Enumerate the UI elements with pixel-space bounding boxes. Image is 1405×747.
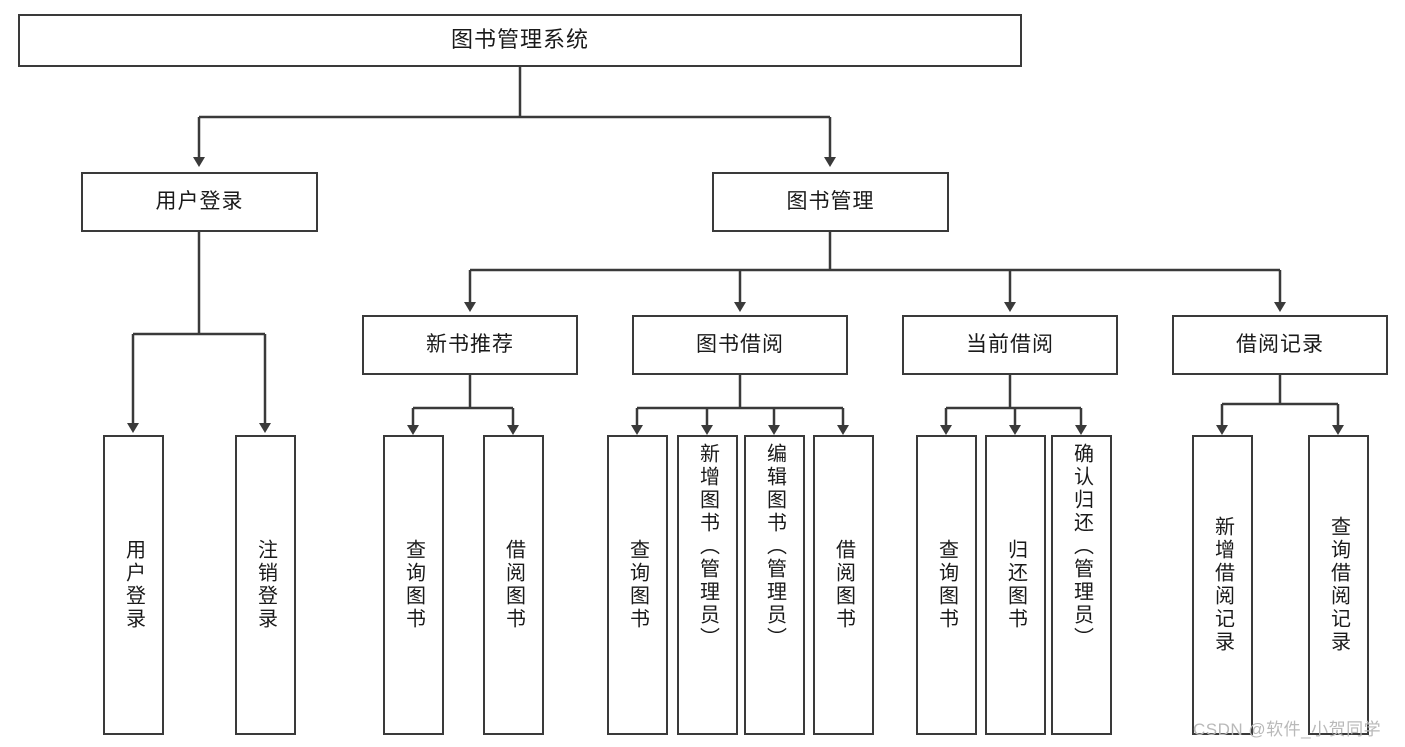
leaf-user-login-logout[interactable]: 注销登录: [235, 435, 296, 735]
leaf-book-borrow-edit-book-admin[interactable]: 编辑图书（管理员）: [744, 435, 805, 735]
node-new-book-recommend[interactable]: 新书推荐: [362, 315, 578, 375]
node-label: 借阅图书: [832, 539, 855, 631]
node-label: 借阅记录: [1236, 333, 1324, 357]
node-label: 查询借阅记录: [1327, 516, 1350, 654]
node-label: 用户登录: [155, 190, 244, 214]
leaf-new-book-query-book[interactable]: 查询图书: [383, 435, 444, 735]
leaf-current-borrow-confirm-return-admin[interactable]: 确认归还（管理员）: [1051, 435, 1112, 735]
node-book-borrow[interactable]: 图书借阅: [632, 315, 848, 375]
node-label: 查询图书: [626, 539, 649, 631]
node-label: 新书推荐: [426, 333, 514, 357]
leaf-borrow-record-add-record[interactable]: 新增借阅记录: [1192, 435, 1253, 735]
node-label: 图书借阅: [696, 333, 784, 357]
node-current-borrow[interactable]: 当前借阅: [902, 315, 1118, 375]
node-label: 图书管理: [786, 190, 875, 214]
watermark-text: CSDN @软件_小贺同学: [1193, 720, 1382, 739]
leaf-current-borrow-query-book[interactable]: 查询图书: [916, 435, 977, 735]
leaf-new-book-borrow-book[interactable]: 借阅图书: [483, 435, 544, 735]
leaf-book-borrow-add-book-admin[interactable]: 新增图书（管理员）: [677, 435, 738, 735]
node-label: 查询图书: [402, 539, 425, 631]
node-label: 查询图书: [935, 539, 958, 631]
node-label: 注销登录: [254, 539, 277, 631]
leaf-borrow-record-query-record[interactable]: 查询借阅记录: [1308, 435, 1369, 735]
leaf-current-borrow-return-book[interactable]: 归还图书: [985, 435, 1046, 735]
node-label: 借阅图书: [502, 539, 525, 631]
node-book-management[interactable]: 图书管理: [712, 172, 949, 232]
node-label: 用户登录: [122, 539, 145, 631]
node-user-login[interactable]: 用户登录: [81, 172, 318, 232]
leaf-book-borrow-query-book[interactable]: 查询图书: [607, 435, 668, 735]
leaf-user-login-login[interactable]: 用户登录: [103, 435, 164, 735]
leaf-book-borrow-borrow-book[interactable]: 借阅图书: [813, 435, 874, 735]
node-label: 新增借阅记录: [1211, 516, 1234, 654]
node-label: 编辑图书（管理员）: [763, 443, 786, 650]
node-label: 当前借阅: [966, 333, 1054, 357]
node-label: 图书管理系统: [450, 27, 589, 53]
node-label: 归还图书: [1004, 539, 1027, 631]
node-label: 新增图书（管理员）: [696, 443, 719, 650]
node-borrow-record[interactable]: 借阅记录: [1172, 315, 1388, 375]
node-label: 确认归还（管理员）: [1070, 443, 1093, 650]
node-root-book-management-system[interactable]: 图书管理系统: [18, 14, 1022, 67]
